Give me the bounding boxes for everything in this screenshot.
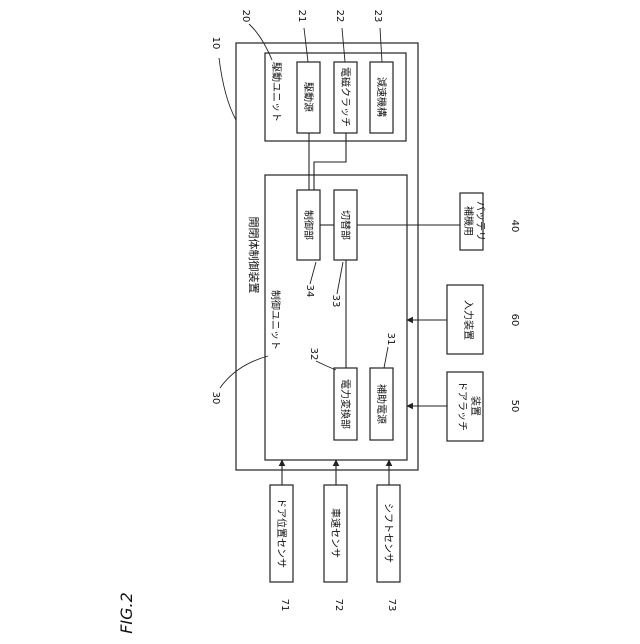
drive-unit-ref: 20 <box>240 10 251 23</box>
power-converter-label: 電力変換部 <box>339 379 352 429</box>
magnetic-clutch-ref: 22 <box>334 10 345 23</box>
aux-power-ref-leader <box>384 347 388 368</box>
control-unit-label: 制御ユニット <box>269 290 282 350</box>
door-position-sensor-ref: 71 <box>279 599 290 612</box>
door-latch-ref: 50 <box>509 400 520 413</box>
aux-battery-ref: 40 <box>509 220 520 233</box>
reduction-mechanism-ref: 23 <box>372 10 383 23</box>
vehicle-speed-sensor-label: 車速センサ <box>329 508 342 558</box>
drive-source-ref-leader <box>304 28 308 62</box>
device-label: 開閉体制御装置 <box>247 217 261 294</box>
aux-power-label: 補助電源 <box>375 384 388 424</box>
reduction-mechanism-label: 減速機構 <box>375 77 388 117</box>
door-latch-label-line1: ドアラッチ <box>456 381 468 431</box>
drive-unit-ref-leader <box>249 24 272 60</box>
input-device-label: 入力装置 <box>462 300 475 340</box>
control-unit-ref: 30 <box>210 392 221 405</box>
power-converter-ref-leader <box>316 361 336 370</box>
switching-ref: 33 <box>330 295 341 308</box>
controller-ref: 34 <box>304 285 315 298</box>
figure-label: FIG.2 <box>117 592 136 634</box>
input-device-ref: 60 <box>509 314 520 327</box>
drive-unit-label: 駆動ユニット <box>270 62 283 122</box>
device-ref-leader <box>219 58 236 120</box>
controller-ref-leader <box>310 262 316 284</box>
door-latch-label-line2: 装置 <box>469 396 482 416</box>
switching-label: 切替部 <box>339 210 352 240</box>
magnetic-clutch-ref-leader <box>342 28 345 62</box>
drive-source-ref: 21 <box>296 10 307 23</box>
drive-source-label: 駆動源 <box>302 82 315 112</box>
control-unit-ref-leader <box>220 356 268 388</box>
aux-battery-label-line2: バッテリ <box>474 201 486 241</box>
reduction-mechanism-ref-leader <box>380 28 382 62</box>
aux-power-ref: 31 <box>385 333 396 346</box>
magnetic-clutch-label: 電磁クラッチ <box>339 67 352 127</box>
vehicle-speed-sensor-ref: 72 <box>333 599 344 612</box>
door-position-sensor-label: ドア位置センサ <box>275 498 288 568</box>
device-ref: 10 <box>210 37 221 50</box>
shift-sensor-ref: 73 <box>386 599 397 612</box>
aux-battery-label-line1: 補機用 <box>462 206 475 236</box>
power-converter-ref: 32 <box>308 348 319 361</box>
device-box <box>236 43 418 470</box>
switching-ref-leader <box>337 262 343 294</box>
shift-sensor-label: シフトセンサ <box>382 503 394 563</box>
controller-label: 制御部 <box>302 210 315 240</box>
